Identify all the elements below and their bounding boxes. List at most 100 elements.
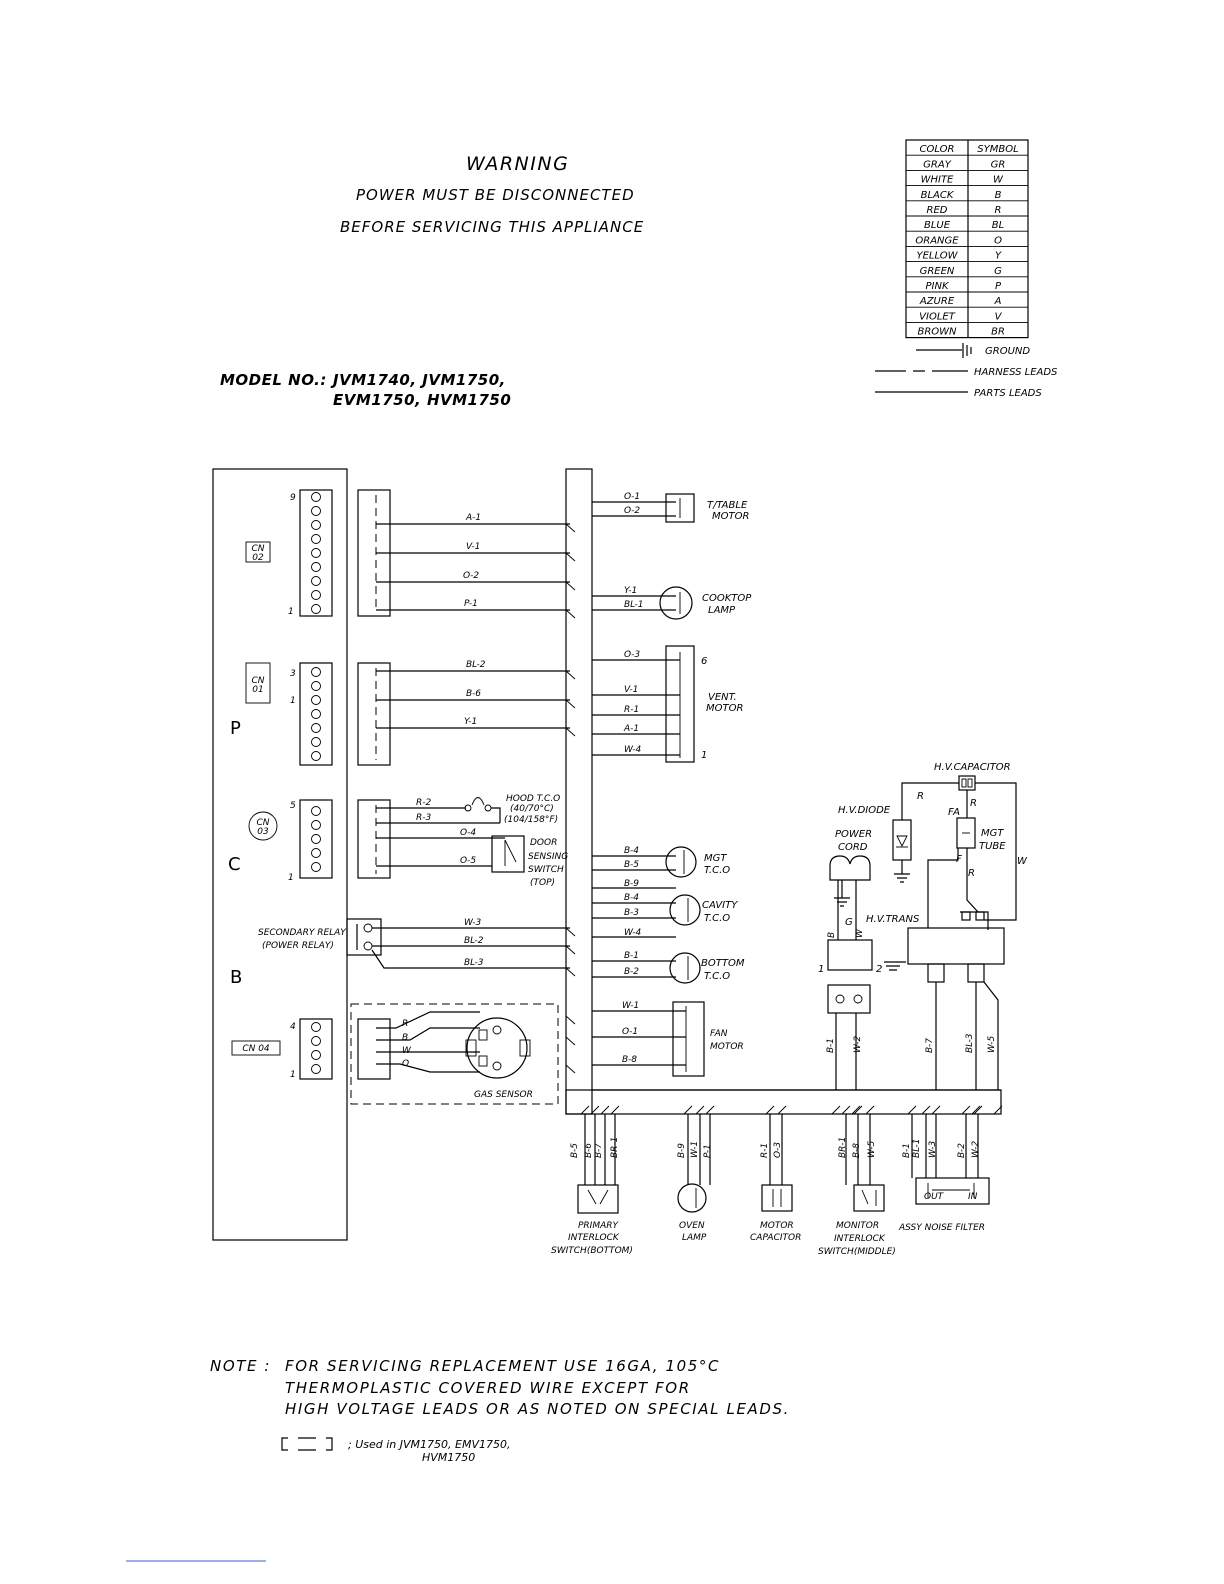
warning-line-2: BEFORE SERVICING THIS APPLIANCE xyxy=(340,218,644,236)
color-name: WHITE xyxy=(921,175,954,186)
cooktop-label-1: COOKTOP xyxy=(702,593,752,604)
bottom-tco: B-1 B-2 BOTTOM T.C.O xyxy=(592,951,745,984)
note-label: NOTE : xyxy=(210,1357,271,1375)
color-symbol: BR xyxy=(991,327,1005,338)
cn02-pin-1: 1 xyxy=(288,607,294,617)
warning-line-1: POWER MUST BE DISCONNECTED xyxy=(356,186,635,204)
cn04-label: CN 04 xyxy=(242,1044,270,1054)
cavity-tco-label-1: CAVITY xyxy=(702,900,738,911)
color-symbol: O xyxy=(994,235,1002,246)
wire-o1-right: O-1 xyxy=(624,492,640,502)
color-symbol: R xyxy=(995,205,1002,216)
monitor-interlock-switch: MONITOR INTERLOCK SWITCH(MIDDLE) xyxy=(818,1114,896,1257)
wire-label: B-6 xyxy=(584,1143,594,1158)
door-switch-3: SWITCH xyxy=(528,865,564,875)
note-used-1: ; Used in JVM1750, EMV1750, xyxy=(348,1438,510,1451)
ttable-label-1: T/TABLE xyxy=(707,500,748,511)
color-symbol: P xyxy=(995,281,1002,292)
color-name: AZURE xyxy=(919,296,955,307)
harness-plugs xyxy=(357,489,391,879)
filter-in: IN xyxy=(968,1192,978,1202)
wire-v1: V-1 xyxy=(466,542,480,552)
wire-b5-right: B-5 xyxy=(624,860,639,870)
mgt-tco: B-4 B-5 B-9 MGT T.C.O xyxy=(592,846,730,889)
wire-bl2-relay: BL-2 xyxy=(464,936,484,946)
wire-r3: R-3 xyxy=(416,813,432,823)
hv-w-right: W xyxy=(1017,856,1028,867)
wire-label: BL-3 xyxy=(965,1033,975,1053)
warning-title: WARNING xyxy=(466,153,569,175)
color-name: BLUE xyxy=(924,220,951,231)
connector-pin xyxy=(311,695,321,705)
hv-b: B xyxy=(827,932,837,938)
legend-harness: HARNESS LEADS xyxy=(974,367,1058,378)
filter-out: OUT xyxy=(924,1192,945,1202)
secondary-relay-label-2: (POWER RELAY) xyxy=(262,941,334,951)
color-name: BROWN xyxy=(917,327,957,338)
filter-label: ASSY NOISE FILTER xyxy=(898,1223,985,1233)
wire-bl3: BL-3 xyxy=(464,958,484,968)
hv-f: F xyxy=(956,854,962,865)
connector-pin xyxy=(311,806,321,816)
wire-bl2: BL-2 xyxy=(466,660,486,670)
wire-label: BL-1 xyxy=(912,1139,922,1158)
wire-y1: Y-1 xyxy=(464,717,477,727)
vent-motor: O-3 V-1 R-1 A-1 W-4 6 1 VENT. MOTOR xyxy=(592,645,743,763)
service-note: NOTE : FOR SERVICING REPLACEMENT USE 16G… xyxy=(210,1357,788,1464)
wire-label: O-3 xyxy=(773,1142,783,1158)
wire-o1b-right: O-1 xyxy=(622,1027,638,1037)
secondary-relay-label-1: SECONDARY RELAY xyxy=(258,928,347,938)
connector-pin xyxy=(311,820,321,830)
wire-label: BR-1 xyxy=(838,1137,848,1158)
hv-trans-label: H.V.TRANS xyxy=(866,914,920,925)
legend-parts: PARTS LEADS xyxy=(974,388,1042,399)
color-name: RED xyxy=(927,205,948,216)
connector-pin xyxy=(311,751,321,761)
connector-pin xyxy=(311,862,321,872)
monitor-label-1: MONITOR xyxy=(836,1221,879,1231)
vent-label-1: VENT. xyxy=(708,692,737,703)
connector-pin xyxy=(311,1064,321,1074)
wire-o4: O-4 xyxy=(460,828,476,838)
legend-ground: GROUND xyxy=(985,346,1030,357)
connector-pin xyxy=(311,520,321,530)
hood-tco-c: (40/70°C) xyxy=(510,804,554,814)
hv-fa: FA xyxy=(948,807,960,818)
wire-o3-right: O-3 xyxy=(624,650,640,660)
bus-ticks xyxy=(565,523,1003,1115)
wire-label: P-1 xyxy=(703,1144,713,1158)
hv-capacitor-label: H.V.CAPACITOR xyxy=(934,762,1011,773)
primary-label-2: INTERLOCK xyxy=(568,1233,620,1243)
primary-label-3: SWITCH(BOTTOM) xyxy=(551,1246,633,1256)
symbol-header: SYMBOL xyxy=(977,144,1018,155)
wire-b4b-right: B-4 xyxy=(624,893,639,903)
hv-r-left: R xyxy=(917,791,924,802)
connector-pin xyxy=(311,848,321,858)
wire-r2: R-2 xyxy=(416,798,432,808)
connector-pin xyxy=(311,1036,321,1046)
wire-o2: O-2 xyxy=(463,571,479,581)
wire-bl1-right: BL-1 xyxy=(624,600,643,610)
wire-o5: O-5 xyxy=(460,856,476,866)
color-symbol: V xyxy=(995,311,1003,322)
gas-wire-b: B xyxy=(402,1033,408,1043)
wire-b3-right: B-3 xyxy=(624,908,639,918)
power-cord-label-1: POWER xyxy=(835,829,872,840)
wire-w4-right: W-4 xyxy=(624,745,641,755)
connector-pin xyxy=(311,723,321,733)
wire-b1-right: B-1 xyxy=(624,951,639,961)
vent-pin-1: 1 xyxy=(701,750,707,761)
color-name: ORANGE xyxy=(915,235,959,246)
connector-pin xyxy=(311,576,321,586)
cooktop-lamp: Y-1 BL-1 COOKTOP LAMP xyxy=(592,586,752,620)
gas-wire-o: O xyxy=(402,1059,409,1069)
cn02-pin-9: 9 xyxy=(290,493,296,503)
connector-pin xyxy=(311,506,321,516)
wire-label: W-3 xyxy=(928,1141,938,1158)
connector-pin xyxy=(311,590,321,600)
